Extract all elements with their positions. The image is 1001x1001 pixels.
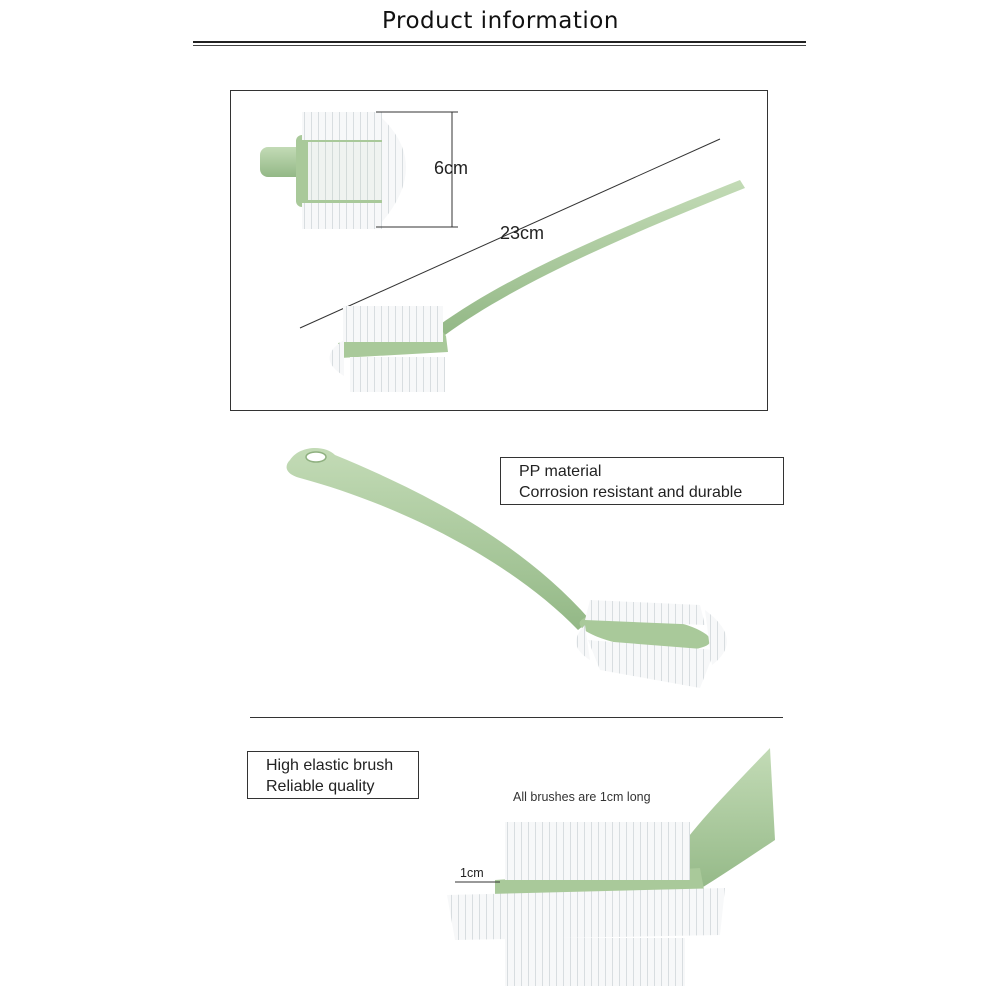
feature-line: Corrosion resistant and durable bbox=[519, 484, 743, 501]
height-dimension-line bbox=[376, 111, 458, 228]
total-length-label: 23cm bbox=[500, 223, 545, 243]
brush-head-closeup bbox=[260, 112, 406, 229]
head-height-label: 6cm bbox=[434, 158, 469, 178]
brush-full-view bbox=[329, 180, 745, 392]
section-divider bbox=[250, 717, 783, 718]
feature-callout-material: PP material Corrosion resistant and dura… bbox=[500, 457, 784, 505]
length-dimension-line bbox=[299, 138, 721, 329]
feature-line: PP material bbox=[519, 463, 602, 480]
bristle-length-label: 1cm bbox=[460, 866, 484, 880]
page-title: Product information bbox=[382, 8, 619, 34]
title-divider bbox=[193, 41, 806, 43]
bristle-closeup bbox=[447, 748, 775, 986]
title-divider-thin bbox=[193, 45, 806, 46]
feature-line: Reliable quality bbox=[266, 778, 375, 795]
brush-angled-view bbox=[286, 448, 727, 688]
dimension-panel-frame bbox=[230, 90, 768, 411]
feature-line: High elastic brush bbox=[266, 757, 394, 774]
feature-callout-brush: High elastic brush Reliable quality bbox=[247, 751, 419, 799]
bristle-length-note: All brushes are 1cm long bbox=[513, 790, 651, 804]
